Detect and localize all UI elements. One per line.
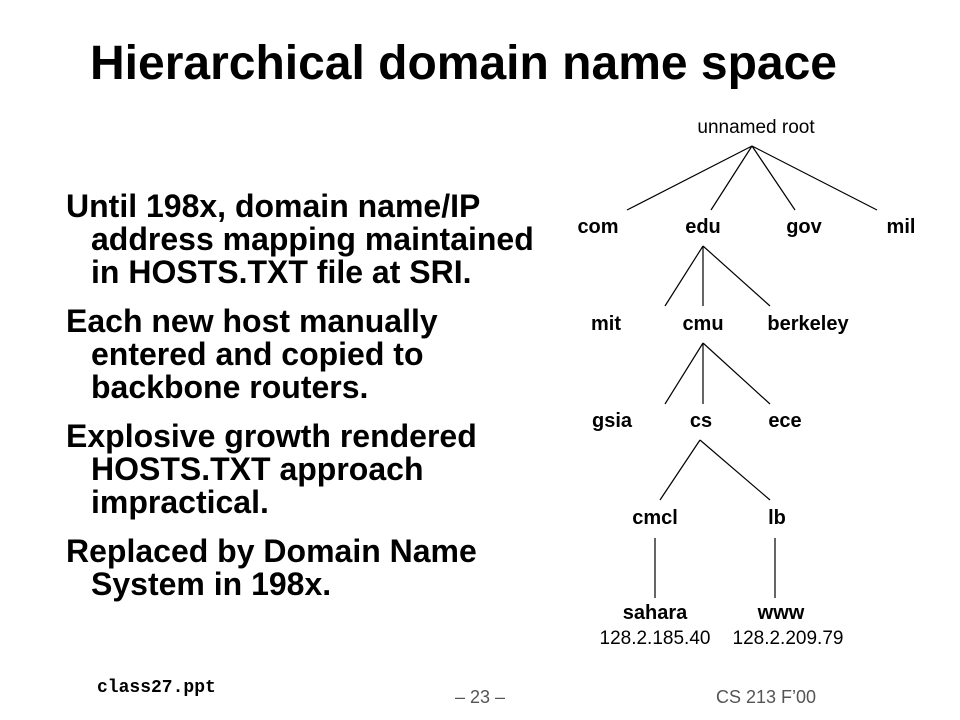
tree-node-cmu: cmu — [682, 313, 723, 335]
paragraph-dns-replacement: Replaced by Domain Name System in 198x. — [66, 533, 477, 602]
tree-node-gsia: gsia — [592, 410, 633, 432]
tree-node-lb: lb — [768, 507, 786, 529]
tree-node-cs: cs — [690, 410, 712, 432]
tree-edge-root-mil — [751, 145, 878, 211]
tree-node-cmcl: cmcl — [632, 507, 678, 529]
host-ip-sahara: 128.2.185.40 — [600, 628, 711, 649]
tree-edge-cmu-ece — [702, 342, 771, 405]
tree-node-sahara: sahara — [623, 602, 688, 624]
tree-node-mil: mil — [887, 216, 916, 238]
tree-edge-root-gov — [751, 145, 796, 211]
tree-node-com: com — [577, 216, 618, 238]
tree-node-ece: ece — [768, 410, 801, 432]
tree-edge-root-com — [626, 145, 753, 211]
tree-node-gov: gov — [786, 216, 822, 238]
slide-body-text: Until 198x, domain name/IP address mappi… — [66, 190, 538, 617]
tree-node-mit: mit — [591, 313, 621, 335]
paragraph-explosive-growth: Explosive growth rendered HOSTS.TXT appr… — [66, 418, 477, 520]
footer-filename: class27.ppt — [97, 678, 216, 698]
tree-edge-root-edu — [710, 145, 753, 211]
tree-node-berkeley: berkeley — [767, 313, 849, 335]
tree-edge-cs-lb — [699, 439, 771, 501]
tree-edge-edu-berkeley — [702, 245, 771, 307]
footer-course-label: CS 213 F’00 — [716, 687, 817, 707]
tree-node-root: unnamed root — [697, 117, 815, 138]
paragraph-hosts-txt-history: Until 198x, domain name/IP address mappi… — [66, 188, 534, 290]
tree-node-www: www — [757, 602, 805, 624]
tree-edge-edu-mit — [664, 245, 704, 307]
paragraph-manual-entry: Each new host manually entered and copie… — [66, 303, 438, 405]
tree-edge-cs-cmcl — [659, 439, 701, 501]
tree-edge-cmu-gsia — [664, 342, 704, 405]
tree-node-edu: edu — [685, 216, 721, 238]
slide-title: Hierarchical domain name space — [90, 37, 837, 90]
host-ip-www: 128.2.209.79 — [733, 628, 844, 649]
footer-page-number: – 23 – — [454, 687, 506, 707]
